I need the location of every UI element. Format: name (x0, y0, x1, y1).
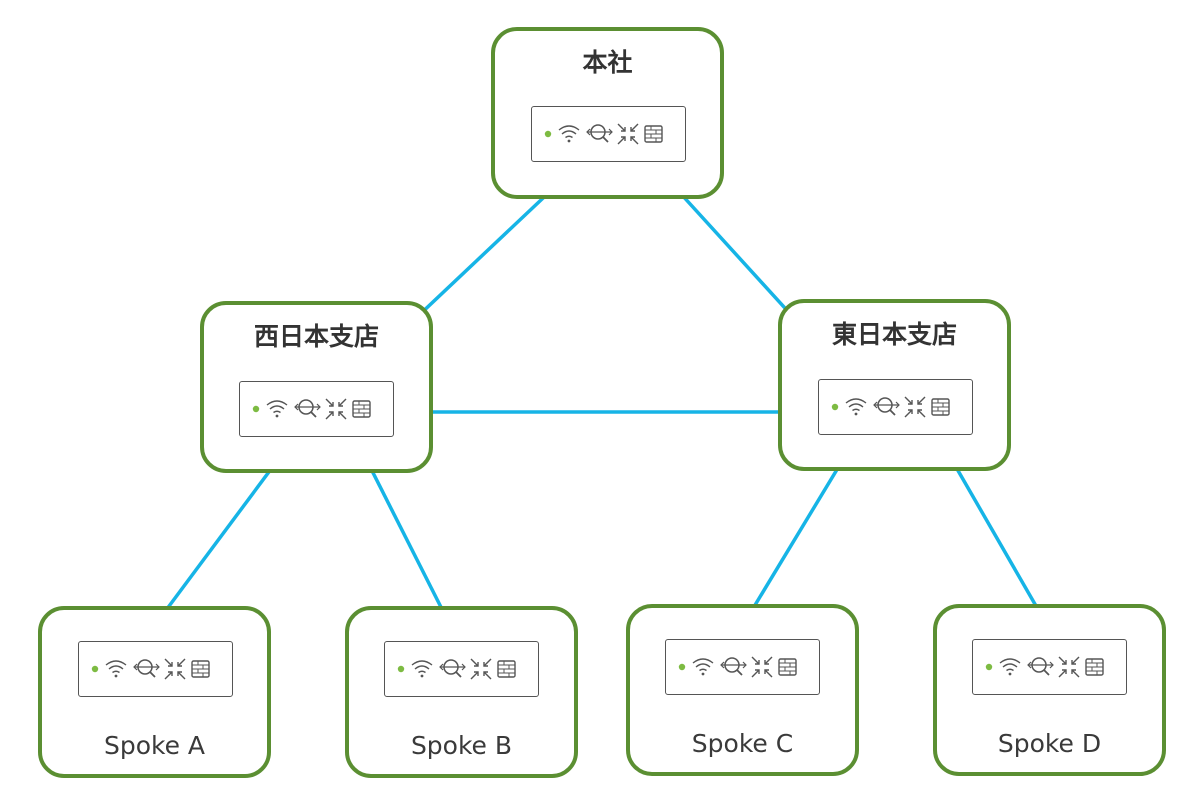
firewall-icon (191, 660, 210, 678)
wifi-icon (845, 398, 867, 416)
node-label-hq: 本社 (582, 48, 633, 77)
wifi-icon (411, 660, 433, 678)
search-magnifier-icon (720, 657, 747, 676)
wifi-icon (266, 400, 288, 418)
firewall-icon (497, 660, 516, 678)
wifi-icon (105, 660, 127, 678)
collapse-arrows-icon (904, 396, 926, 418)
collapse-arrows-icon (617, 123, 639, 145)
wifi-icon (692, 658, 714, 676)
device-icon-strip (397, 658, 516, 680)
status-led-icon (985, 663, 993, 671)
firewall-icon (352, 400, 371, 418)
status-led-icon (678, 663, 686, 671)
collapse-arrows-icon (470, 658, 492, 680)
node-hq: 本社 (491, 27, 724, 199)
node-spoke-a: Spoke A (38, 606, 271, 778)
search-magnifier-icon (133, 659, 160, 678)
status-led-icon (544, 130, 552, 138)
status-led-icon (831, 403, 839, 411)
router-device (531, 106, 686, 162)
node-east-branch: 東日本支店 (778, 299, 1011, 471)
node-spoke-c: Spoke C (626, 604, 859, 776)
status-led-icon (91, 665, 99, 673)
router-device (239, 381, 394, 437)
link-arrow-east-spoke_d (943, 446, 1049, 627)
device-icon-strip (985, 656, 1104, 678)
search-magnifier-icon (439, 659, 466, 678)
router-device (78, 641, 233, 697)
link-arrow-west-spoke_b (359, 447, 452, 627)
status-led-icon (252, 405, 260, 413)
node-spoke-b: Spoke B (345, 606, 578, 778)
node-west-branch: 西日本支店 (200, 301, 433, 473)
wifi-icon (999, 658, 1021, 676)
node-label-spoke-b: Spoke B (410, 731, 513, 760)
node-label-spoke-a: Spoke A (103, 731, 206, 760)
collapse-arrows-icon (751, 656, 773, 678)
firewall-icon (644, 125, 663, 143)
node-label-spoke-c: Spoke C (691, 729, 794, 758)
collapse-arrows-icon (325, 398, 347, 420)
router-device (818, 379, 973, 435)
device-icon-strip (252, 398, 371, 420)
wifi-icon (558, 125, 580, 143)
search-magnifier-icon (1027, 657, 1054, 676)
router-device (665, 639, 820, 695)
device-icon-strip (91, 658, 210, 680)
node-label-east-branch: 東日本支店 (831, 320, 957, 349)
firewall-icon (931, 398, 950, 416)
collapse-arrows-icon (1058, 656, 1080, 678)
node-label-west-branch: 西日本支店 (253, 322, 379, 351)
device-icon-strip (831, 396, 950, 418)
router-device (972, 639, 1127, 695)
search-magnifier-icon (294, 399, 321, 418)
node-spoke-d: Spoke D (933, 604, 1166, 776)
firewall-icon (1085, 658, 1104, 676)
link-arrow-west-spoke_a (153, 447, 288, 627)
node-label-spoke-d: Spoke D (997, 729, 1102, 758)
status-led-icon (397, 665, 405, 673)
collapse-arrows-icon (164, 658, 186, 680)
device-icon-strip (544, 123, 663, 145)
firewall-icon (778, 658, 797, 676)
search-magnifier-icon (873, 397, 900, 416)
search-magnifier-icon (586, 124, 613, 143)
device-icon-strip (678, 656, 797, 678)
link-arrow-east-spoke_c (741, 446, 852, 627)
router-device (384, 641, 539, 697)
